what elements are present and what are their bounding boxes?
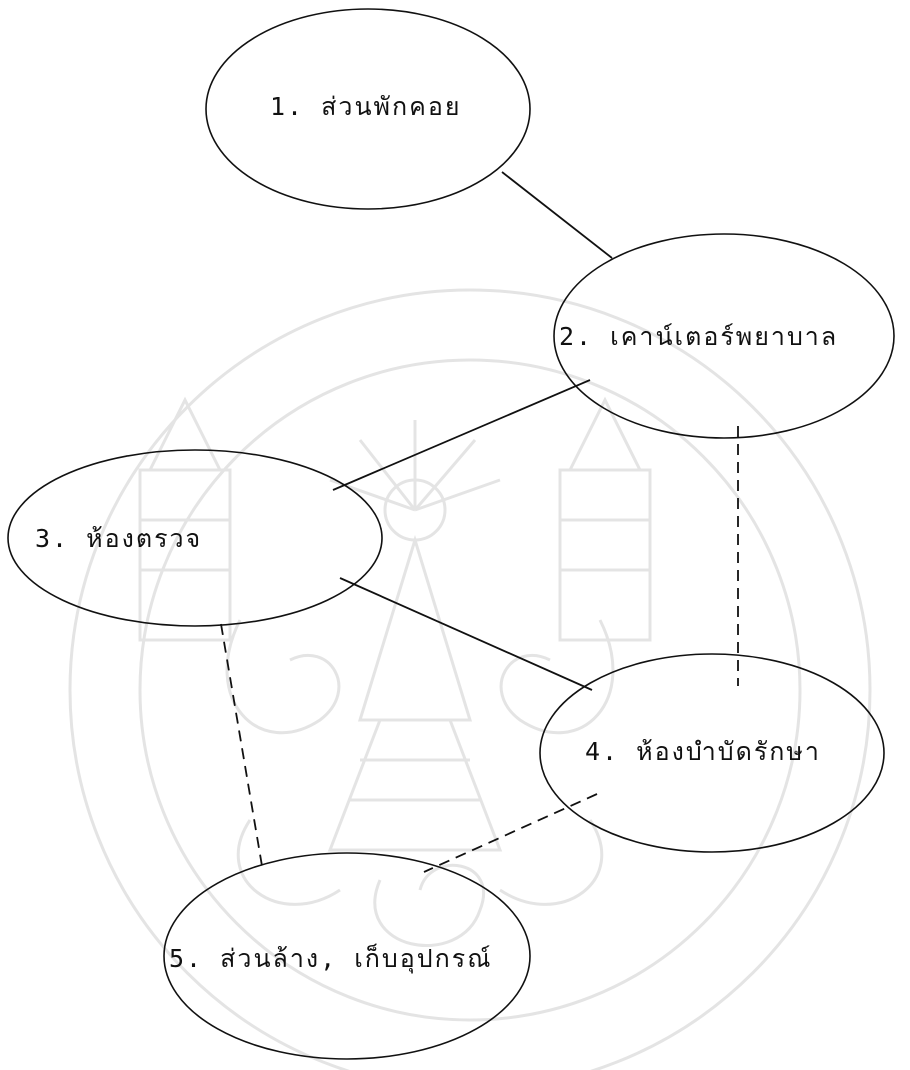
node-3: 3. ห้องตรวจ (7, 449, 383, 627)
node-2-label: 2. เคาน์เตอร์พยาบาล (559, 322, 838, 351)
ornament-scrolls-icon (225, 619, 615, 947)
node-1-ellipse (205, 8, 531, 210)
node-4-ellipse (539, 653, 885, 853)
edge-2-3 (332, 379, 591, 491)
watermark-seal-icon (68, 288, 872, 1070)
node-2: 2. เคาน์เตอร์พยาบาล (553, 233, 895, 439)
node-5-label: 5. ส่วนล้าง, เก็บอุปกรณ์ (169, 943, 492, 974)
left-tower-icon (138, 396, 232, 642)
edges (220, 171, 739, 873)
node-3-ellipse (7, 449, 383, 627)
right-tower-icon (558, 396, 652, 642)
edge-3-4 (339, 577, 593, 691)
node-3-label: 3. ห้องตรวจ (35, 524, 202, 553)
edge-1-2 (501, 171, 613, 259)
node-4-label: 4. ห้องบำบัดรักษา (585, 737, 821, 766)
node-5: 5. ส่วนล้าง, เก็บอุปกรณ์ (163, 852, 531, 1060)
edge-3-5 (220, 623, 263, 867)
node-1-label: 1. ส่วนพักคอย (270, 92, 462, 121)
node-2-ellipse (553, 233, 895, 439)
node-5-ellipse (163, 852, 531, 1060)
edge-4-5 (423, 793, 598, 873)
node-4: 4. ห้องบำบัดรักษา (539, 653, 885, 853)
spire-icon (327, 534, 503, 852)
node-1: 1. ส่วนพักคอย (205, 8, 531, 210)
